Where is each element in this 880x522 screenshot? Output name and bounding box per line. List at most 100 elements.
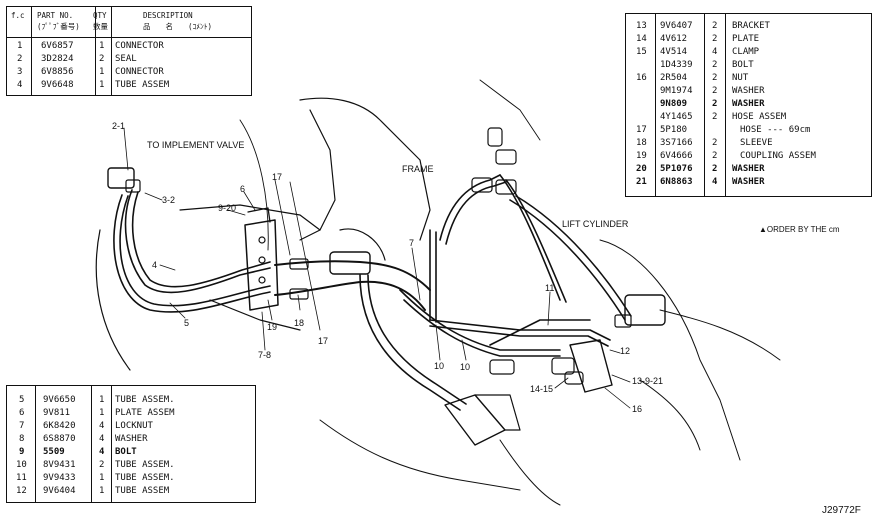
lift-cylinder-label: LIFT CYLINDER <box>562 219 629 229</box>
bracket-13 <box>444 394 506 446</box>
frame-outline <box>299 97 431 241</box>
table-row: 3 6V8856 1 CONNECTOR <box>17 67 164 77</box>
header-qty: QTY <box>93 11 107 20</box>
tube-to-lift <box>499 174 561 301</box>
header-part-no-sub: (ﾌﾟﾟﾌﾞ番号) <box>37 22 80 31</box>
plate-assem-6 <box>244 219 279 311</box>
table-row: 12 9V6404 1 TUBE ASSEM <box>16 486 170 496</box>
table-row: 15 4V514 4 CLAMP <box>636 47 760 57</box>
callout-6: 6 <box>240 184 246 194</box>
table-row: 4 9V6648 1 TUBE ASSEM <box>17 80 170 90</box>
table-row: 7 6K8420 4 LOCKNUT <box>19 421 153 431</box>
callout-7: 7 <box>409 238 415 248</box>
frame-outline <box>639 379 701 451</box>
table-row: 1 6V6857 1 CONNECTOR <box>17 41 164 51</box>
header-qty-sub: 数量 <box>93 22 108 31</box>
table-row: 2 3D2824 2 SEAL <box>17 54 137 64</box>
tube-4 <box>124 189 271 294</box>
callout-13-9-21: 13-9-21 <box>632 376 664 386</box>
header-desc-sub: 品 名 (ｺﾒﾝﾄ) <box>143 22 213 31</box>
frame-label: FRAME <box>402 164 434 174</box>
tube-11 <box>429 319 611 341</box>
header-part-no: PART NO. <box>37 11 74 20</box>
connector-3 <box>125 179 141 193</box>
callout-16: 16 <box>632 404 643 414</box>
tube-10 <box>367 274 467 405</box>
connector-1 <box>107 167 135 189</box>
callout-10-a: 10 <box>434 361 445 371</box>
table-row: 19 6V4666 2 COUPLING ASSEM <box>636 151 816 161</box>
callout-18: 18 <box>294 318 305 328</box>
header-ref: f.c <box>11 11 25 20</box>
table-row: 9N809 2 WASHER <box>660 99 765 109</box>
drawing-number: J29772F <box>822 505 861 516</box>
parts-table-bottom-left: 5 9V6650 1 TUBE ASSEM. 6 9V811 1 PLATE A… <box>6 385 256 503</box>
table-row: 1D4339 2 BOLT <box>660 60 754 70</box>
table-row: 17 5P180 HOSE --- 69cm <box>636 125 811 135</box>
tube-to-lift <box>509 199 626 321</box>
table-row: 9 5509 4 BOLT <box>19 447 137 457</box>
table-row: 6 9V811 1 PLATE ASSEM <box>19 408 175 418</box>
order-note: ▲ORDER BY THE cm <box>759 225 840 234</box>
header-desc: DESCRIPTION <box>143 11 193 20</box>
table-row: 14 4V612 2 PLATE <box>636 34 760 44</box>
parts-table-top-left: f.c PART NO. QTY DESCRIPTION (ﾌﾟﾟﾌﾞ番号) 数… <box>6 6 252 96</box>
callout-12: 12 <box>620 346 631 356</box>
callout-4: 4 <box>152 260 158 270</box>
callout-14-15: 14-15 <box>530 384 554 394</box>
tube-10 <box>399 289 561 351</box>
table-row: 13 9V6407 2 BRACKET <box>636 21 770 31</box>
table-row: 16 2R504 2 NUT <box>636 73 749 83</box>
frame-outline <box>179 204 321 231</box>
table-row: 21 6N8863 4 WASHER <box>636 177 765 187</box>
table-row: 18 3S7166 2 SLEEVE <box>636 138 773 148</box>
parts-table-top-right: 13 9V6407 2 BRACKET 14 4V612 2 PLATE 15 … <box>625 13 872 197</box>
callout-11: 11 <box>545 283 555 293</box>
frame-outline <box>299 109 336 241</box>
tube-12 <box>489 319 591 346</box>
fitting <box>471 177 493 193</box>
coupling-19 <box>329 251 371 275</box>
fitting <box>495 179 517 195</box>
callout-9-20: 9-20 <box>218 203 237 213</box>
tube-5 <box>113 194 271 313</box>
lift-cylinder-fitting <box>624 294 666 326</box>
bracket <box>247 207 271 223</box>
table-row: 10 8V9431 2 TUBE ASSEM. <box>16 460 175 470</box>
fitting <box>495 149 517 165</box>
to-implement-valve-label: TO IMPLEMENT VALVE <box>147 140 245 150</box>
table-row: 20 5P1076 2 WASHER <box>636 164 765 174</box>
tube-to-lift <box>505 179 567 303</box>
tube-to-lift <box>515 195 632 317</box>
frame-outline <box>319 419 521 491</box>
block-16 <box>569 339 613 393</box>
tube-10 <box>359 274 461 411</box>
frame-outline <box>599 239 741 461</box>
table-row: 4Y1465 2 HOSE ASSEM <box>660 112 787 122</box>
frame-outline <box>95 229 131 371</box>
callout-19: 19 <box>267 322 278 332</box>
fitting <box>487 127 503 147</box>
table-row: 5 9V6650 1 TUBE ASSEM. <box>19 395 175 405</box>
callout-17-top: 17 <box>272 172 283 182</box>
callout-7-8: 7-8 <box>258 350 272 360</box>
table-row: 11 9V9433 1 TUBE ASSEM. <box>16 473 175 483</box>
tube-10 <box>403 299 561 357</box>
hose-17 <box>274 260 431 291</box>
tube-to-lift <box>439 174 501 241</box>
frame-outline <box>499 439 561 506</box>
callout-5: 5 <box>184 318 190 328</box>
frame-outline <box>659 309 781 361</box>
frame-outline <box>209 299 301 331</box>
callout-17-bottom: 17 <box>318 336 329 346</box>
tube-5 <box>119 195 271 307</box>
callout-3-2: 3-2 <box>162 195 176 205</box>
frame-outline <box>239 119 269 251</box>
callout-10-b: 10 <box>460 362 471 372</box>
tube-to-lift <box>445 181 507 245</box>
table-row: 9M1974 2 WASHER <box>660 86 765 96</box>
tube-4 <box>131 191 271 288</box>
hose-17 <box>274 280 426 311</box>
frame-outline <box>479 79 541 141</box>
